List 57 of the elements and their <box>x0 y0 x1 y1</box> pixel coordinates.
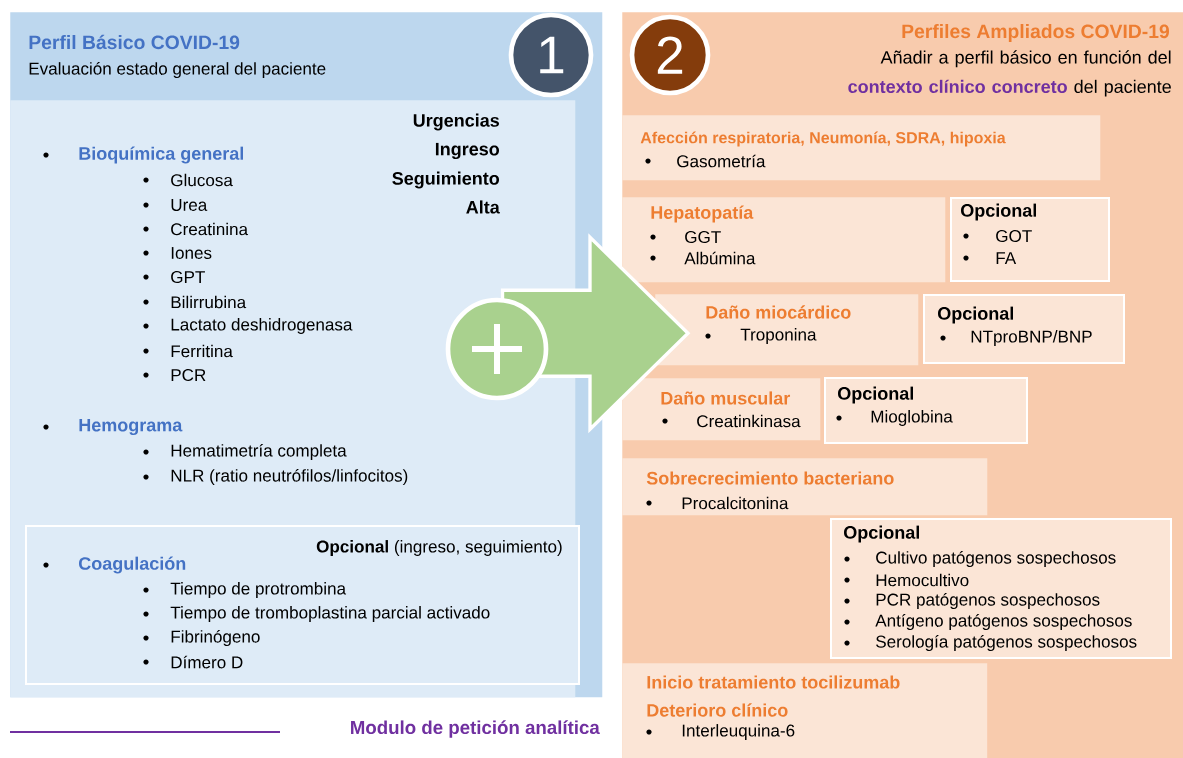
section-heading: Afección respiratoria, Neumonía, SDRA, hipoxia <box>640 131 1006 147</box>
list-item: Hematimetría completa <box>171 443 347 461</box>
list-heading: Opcional <box>961 203 1036 221</box>
list-item: Serología patógenos sospechosos <box>876 634 1137 652</box>
list-item: FA <box>996 252 1017 264</box>
list-item: Procalcitonina <box>682 496 789 510</box>
section-heading: Hemograma <box>79 418 183 436</box>
section-heading: Daño muscular <box>661 391 790 405</box>
list-heading: Urgencias <box>413 113 499 131</box>
list-item: Creatinkinasa <box>697 414 801 428</box>
list-heading: Alta <box>466 200 500 214</box>
list-item: Albúmina <box>684 251 756 265</box>
list-heading: Opcional <box>838 386 913 404</box>
list-item: PCR <box>171 368 206 382</box>
list-item: Gasometría <box>677 154 766 168</box>
section-heading: Hepatopatía <box>651 205 754 223</box>
list-item: Urea <box>171 199 208 211</box>
list-item: GOT <box>996 229 1032 243</box>
list-item: GPT <box>171 270 205 284</box>
number-badge: 1 <box>508 12 594 98</box>
panel-heading: Perfil Básico COVID-19 <box>29 34 240 50</box>
list-item: Glucosa <box>171 173 233 187</box>
list-heading: Ingreso <box>435 142 500 160</box>
list-item: Iones <box>171 247 212 259</box>
list-item: NLR (ratio neutrófilos/linfocitos) <box>171 468 408 486</box>
list-item: PCR patógenos sospechosos <box>876 592 1100 610</box>
list-item: Interleuquina-6 <box>682 724 795 740</box>
list-item: Bilirrubina <box>171 295 247 309</box>
footer-label: Modulo de petición analítica <box>351 720 600 738</box>
list-item: Hemocultivo <box>876 573 969 587</box>
list-item: Ferritina <box>171 344 233 358</box>
section-heading: Bioquímica general <box>79 146 243 164</box>
list-heading: Opcional <box>844 525 919 543</box>
number-badge: 2 <box>629 14 711 96</box>
section-heading: Coagulación <box>79 556 186 574</box>
list-heading: Seguimiento <box>392 171 500 189</box>
list-item: Dímero D <box>171 655 243 669</box>
list-item: Lactato deshidrogenasa <box>171 318 353 334</box>
section-heading: Deterioro clínico <box>647 703 788 717</box>
subtitle: Añadir a perfil básico en función del contexto clínico concreto del paciente <box>848 50 1171 97</box>
list-item: Evaluación estado general del paciente <box>29 61 326 79</box>
list-item: Opcional (ingreso, seguimiento) <box>316 540 562 556</box>
list-item: Cultivo patógenos sospechosos <box>876 550 1116 568</box>
section-heading: Inicio tratamiento tocilizumab <box>647 675 900 689</box>
section-heading: Daño miocárdico <box>706 305 851 319</box>
panel-heading: Perfiles Ampliados COVID-19 <box>902 24 1169 42</box>
list-heading: Opcional <box>938 306 1013 324</box>
list-item: Tiempo de protrombina <box>170 582 347 598</box>
list-item: Fibrinógeno <box>171 629 260 647</box>
list-item: Creatinina <box>171 222 249 236</box>
list-item: Antígeno patógenos sospechosos <box>875 613 1132 631</box>
list-item: Mioglobina <box>871 410 953 426</box>
list-item: GGT <box>685 230 721 244</box>
section-heading: Sobrecrecimiento bacteriano <box>646 471 894 485</box>
list-item: Troponina <box>740 328 817 344</box>
list-item: Tiempo de tromboplastina parcial activado <box>170 606 490 622</box>
list-item: NTproBNP/BNP <box>971 330 1092 346</box>
